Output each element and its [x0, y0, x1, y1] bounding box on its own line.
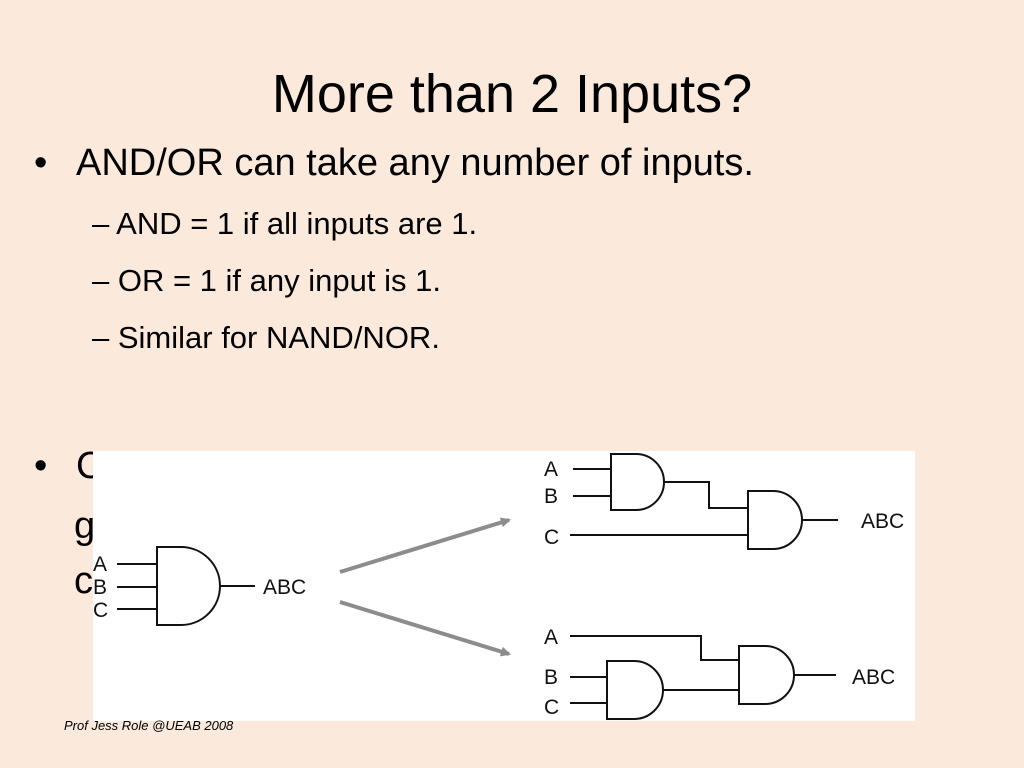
- top-cascade-gates: [570, 453, 838, 550]
- left-output-abc: ABC: [263, 576, 306, 599]
- sub-item-or: – OR = 1 if any input is 1.: [92, 263, 441, 298]
- top-input-a: A: [544, 458, 558, 481]
- left-input-a: A: [93, 553, 107, 576]
- left-input-b: B: [93, 576, 107, 599]
- bottom-output-abc: ABC: [852, 666, 895, 689]
- bottom-input-c: C: [544, 696, 559, 719]
- bullet-dot: •: [34, 142, 48, 184]
- arrow-to-top-cascade: [339, 517, 511, 574]
- footer-credit: Prof Jess Role @UEAB 2008: [64, 718, 234, 733]
- sub-item-and: – AND = 1 if all inputs are 1.: [92, 206, 478, 241]
- bottom-cascade-gates: [570, 635, 836, 720]
- three-input-and-gate: [117, 546, 255, 626]
- bullet-2-fragment-3: c: [74, 560, 93, 602]
- logic-gate-figure: A B C ABC A B C ABC: [93, 451, 915, 721]
- bottom-input-b: B: [544, 666, 558, 689]
- logic-gate-diagram: A B C ABC A B C ABC: [93, 453, 904, 720]
- bullet-2-fragment-2: g: [74, 505, 96, 547]
- bottom-input-a: A: [544, 626, 558, 649]
- bullet-dot: •: [34, 445, 48, 487]
- top-input-c: C: [544, 526, 559, 549]
- left-input-c: C: [93, 599, 108, 622]
- slide-title: More than 2 Inputs?: [271, 64, 753, 124]
- arrow-to-bottom-cascade: [339, 600, 511, 657]
- top-input-b: B: [544, 485, 558, 508]
- sub-item-nand-nor: – Similar for NAND/NOR.: [92, 320, 440, 355]
- top-output-abc: ABC: [861, 510, 904, 533]
- bullet-1-text: AND/OR can take any number of inputs.: [76, 142, 754, 184]
